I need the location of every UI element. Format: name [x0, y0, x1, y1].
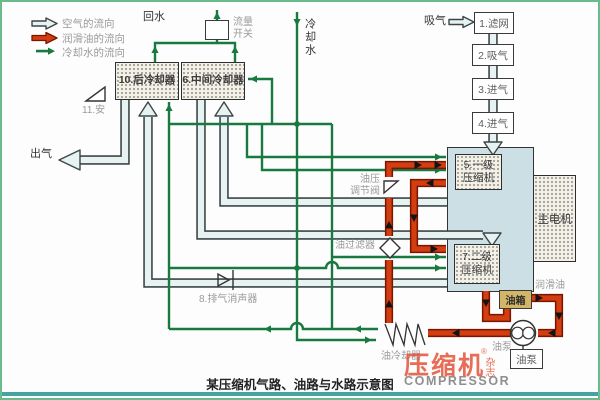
stage1-line2: 压缩机 [462, 172, 495, 184]
oil-pipes [384, 160, 564, 338]
air-arrow-into-intercooler [214, 101, 234, 117]
air-arrow-into-housing [483, 141, 503, 156]
stage2-compressor-box: 7.二级 压缩机 [454, 244, 500, 284]
oil-filter-label: 油过滤器 [335, 240, 375, 251]
air-arrow-into-aftercooler [138, 101, 158, 117]
intake-box-3: 3.进气 [472, 78, 514, 100]
safety-valve-icon [83, 85, 106, 102]
pressure-valve-label: 油压 调节阀 [348, 174, 380, 197]
oil-pump-icon [509, 319, 537, 349]
suction-arrow-icon [448, 15, 475, 29]
pressure-valve-label-l1: 油压 [360, 174, 380, 185]
watermark-registered-icon: ® [481, 347, 487, 356]
outlet-arrow-icon [58, 149, 81, 171]
lube-oil-label: 润滑油 [535, 280, 565, 291]
intercooler-box: 6.中间冷却器 [181, 62, 245, 100]
oil-pump-box: 油泵 [510, 349, 543, 369]
legend-oil-label: 润滑油的流向 [62, 33, 125, 45]
main-motor-box: 主电机 [533, 175, 576, 262]
safety-valve-label: 11.安 [82, 105, 106, 116]
legend-icons [31, 17, 58, 55]
legend-water-label: 冷却水的流向 [62, 47, 125, 59]
pressure-valve-label-l2: 调节阀 [350, 185, 380, 197]
flow-switch-label: 流量开关 [233, 17, 253, 40]
air-arrow-into-stage2 [482, 232, 502, 247]
stage2-line2: 压缩机 [461, 264, 493, 276]
silencer-label: 8.排气消声器 [199, 294, 258, 305]
return-water-label: 回水 [143, 11, 165, 23]
intake-box-4: 4.进气 [472, 112, 514, 134]
water-junction-dots [294, 121, 300, 271]
watermark-magazine: 杂志 [483, 357, 494, 377]
oil-flow-arrow-icon [31, 31, 58, 45]
flow-switch [205, 20, 229, 40]
oil-filter-icon [379, 237, 401, 259]
watermark-brand-en: COMPRESSOR [404, 374, 511, 388]
air-channels [58, 15, 503, 288]
stage1-line1: 5.一级 [463, 158, 494, 171]
watermark-brand: 压缩机 [404, 352, 486, 380]
cooling-water-label: 冷却水 [303, 18, 316, 57]
aftercooler-box: 10.后冷却器 [115, 62, 179, 100]
silencer-icon [217, 270, 234, 290]
intake-box-1: 1.滤网 [474, 12, 514, 34]
stage2-line1: 7.二级 [462, 250, 492, 263]
legend-air-label: 空气的流向 [62, 18, 115, 30]
pressure-valve-icon [383, 180, 400, 195]
intake-box-2: 2.吸气 [472, 44, 514, 66]
suction-label: 吸气 [424, 15, 446, 27]
stage1-compressor-box: 5.一级 压缩机 [455, 154, 502, 190]
diagram-caption: 某压缩机气路、油路与水路示意图 [206, 378, 394, 392]
oil-flow-arrows [385, 161, 563, 337]
bottom-strip [2, 392, 598, 396]
water-flow-arrow-icon [36, 47, 55, 55]
outlet-label: 出气 [30, 148, 52, 160]
air-flow-arrow-icon [31, 17, 58, 30]
oil-pump-label: 油泵 [492, 342, 512, 353]
oil-cooler-label: 油冷却器 [381, 351, 421, 362]
oil-tank: 油箱 [499, 290, 532, 309]
oil-cooler-coil-icon [384, 321, 426, 348]
